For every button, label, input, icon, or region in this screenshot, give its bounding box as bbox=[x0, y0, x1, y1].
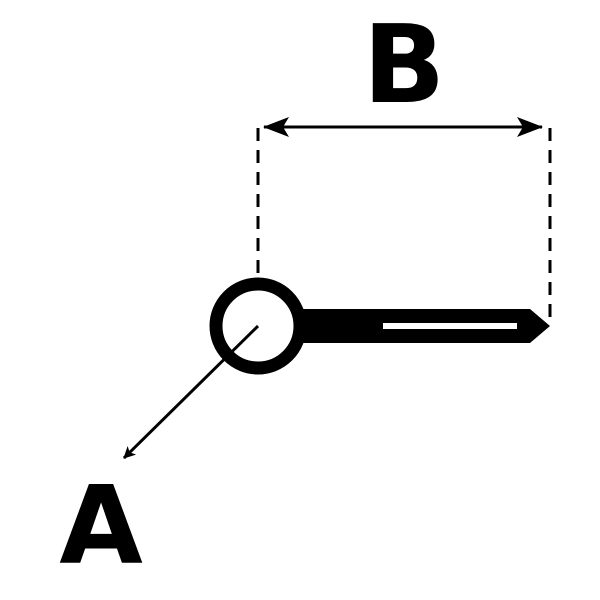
eye-pin-icon bbox=[209, 277, 550, 375]
dimension-a-arrow bbox=[122, 324, 260, 460]
pin-slot bbox=[383, 323, 517, 329]
label-a: A bbox=[59, 464, 143, 589]
label-b: B bbox=[363, 3, 445, 128]
